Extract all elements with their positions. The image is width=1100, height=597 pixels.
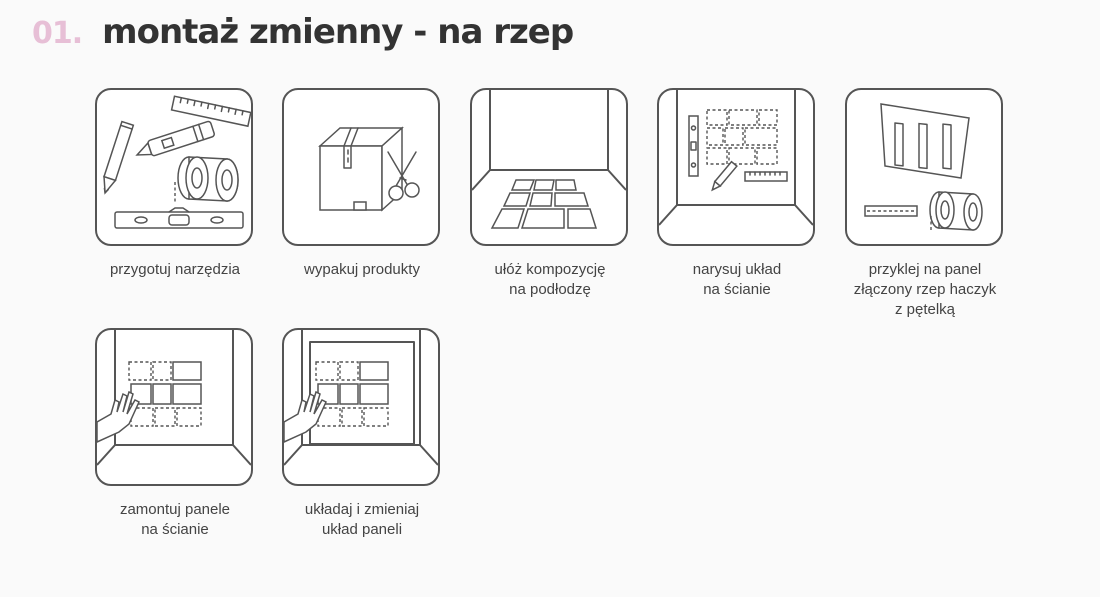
step-caption: zamontuj panele na ścianie bbox=[119, 501, 231, 538]
step-card-6: zamontuj panele na ścianie bbox=[95, 328, 255, 540]
step-card-1: przygotuj narzędzia bbox=[95, 88, 255, 280]
page-title: montaż zmienny - na rzep bbox=[102, 12, 574, 52]
wall-drawing-icon bbox=[657, 88, 815, 246]
step-caption: ułóż kompozycję na podłodzę bbox=[494, 261, 606, 298]
step-caption: układaj i zmieniaj układ paneli bbox=[304, 501, 420, 538]
step-card-7: układaj i zmieniaj układ paneli bbox=[282, 328, 442, 540]
panel-velcro-icon bbox=[845, 88, 1003, 246]
step-card-5: przyklej na panel złączony rzep haczyk z… bbox=[845, 88, 1005, 320]
step-caption: wypakuj produkty bbox=[304, 261, 420, 278]
box-scissors-icon bbox=[282, 88, 440, 246]
floor-layout-icon bbox=[470, 88, 628, 246]
step-caption: przyklej na panel złączony rzep haczyk z… bbox=[853, 261, 997, 318]
step-number: 01. bbox=[32, 16, 83, 51]
header: 01. montaż zmienny - na rzep bbox=[32, 12, 574, 52]
mount-panels-icon bbox=[95, 328, 253, 486]
step-caption: narysuj układ na ścianie bbox=[692, 261, 782, 298]
tools-icon bbox=[95, 88, 253, 246]
step-caption: przygotuj narzędzia bbox=[109, 261, 241, 278]
step-card-4: narysuj układ na ścianie bbox=[657, 88, 817, 300]
rearrange-panels-icon bbox=[282, 328, 440, 486]
step-card-2: wypakuj produkty bbox=[282, 88, 442, 280]
step-card-3: ułóż kompozycję na podłodzę bbox=[470, 88, 630, 300]
